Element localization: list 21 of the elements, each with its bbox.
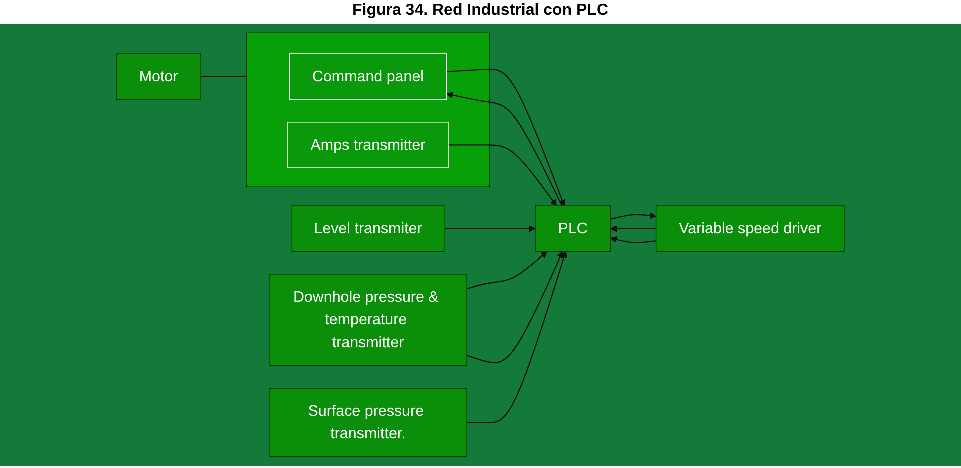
node-box: Variable speed driver: [656, 206, 845, 252]
arrow: [467, 251, 568, 424]
arrow: [466, 251, 548, 290]
node-box: Command panel: [289, 54, 448, 100]
arrow: [448, 144, 557, 206]
arrow: [466, 251, 564, 364]
node-box: Surface pressure transmitter.: [269, 388, 468, 458]
node-box: Motor: [116, 54, 202, 100]
arrow: [610, 236, 656, 244]
node-box: Downhole pressure & temperature transmitter: [269, 274, 468, 366]
arrow: [445, 226, 536, 232]
node-box: PLC: [535, 206, 612, 252]
arrow: [446, 68, 566, 206]
node-box: Amps transmitter: [288, 122, 449, 168]
cluster: [246, 32, 490, 188]
connector: [201, 76, 247, 78]
node-box: Level transmiter: [290, 206, 446, 252]
diagram-title: Figura 34. Red Industrial con PLC: [351, 2, 610, 21]
arrow: [610, 212, 657, 220]
arrow: [610, 226, 656, 232]
arrow: [446, 92, 563, 206]
